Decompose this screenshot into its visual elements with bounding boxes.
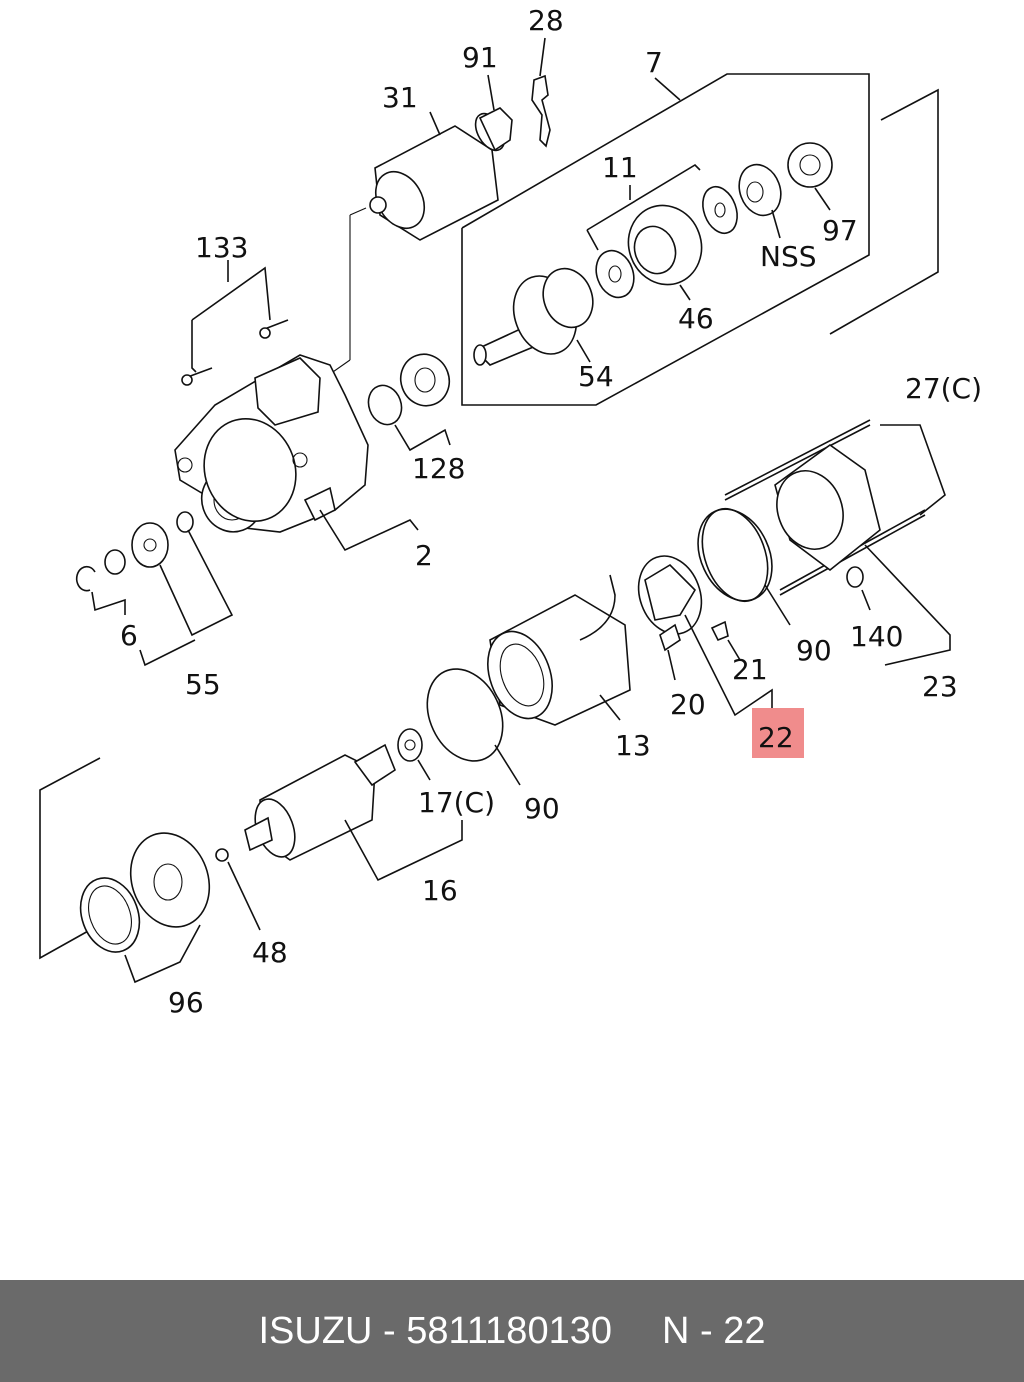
pinion-assembly bbox=[473, 142, 833, 366]
label-31: 31 bbox=[382, 81, 418, 114]
footer-brand: ISUZU bbox=[258, 1309, 373, 1352]
cover-96 bbox=[39, 757, 211, 984]
yoke-23 bbox=[701, 419, 951, 666]
lever-28 bbox=[531, 37, 551, 148]
footer-ref-number: 22 bbox=[723, 1309, 766, 1352]
group-7-frame bbox=[461, 73, 939, 406]
label-90-lower: 90 bbox=[524, 792, 560, 825]
label-6: 6 bbox=[120, 619, 138, 652]
label-21: 21 bbox=[732, 653, 768, 686]
footer-ref-separator: - bbox=[689, 1309, 724, 1352]
label-13: 13 bbox=[615, 729, 651, 762]
label-22: 22 bbox=[758, 721, 794, 754]
housing-2 bbox=[174, 260, 419, 552]
label-54: 54 bbox=[578, 360, 614, 393]
label-46: 46 bbox=[678, 302, 714, 335]
o-rings-90 bbox=[426, 508, 791, 786]
label-133: 133 bbox=[195, 231, 248, 264]
footer-ref-prefix: N bbox=[661, 1309, 690, 1352]
small-parts-6-55 bbox=[75, 511, 234, 667]
label-7: 7 bbox=[645, 46, 663, 79]
label-128: 128 bbox=[412, 452, 465, 485]
label-96: 96 bbox=[168, 986, 204, 1019]
label-27c: 27(C) bbox=[905, 372, 982, 405]
label-17c: 17(C) bbox=[418, 786, 495, 819]
label-20: 20 bbox=[670, 688, 706, 721]
solenoid-31 bbox=[299, 74, 513, 396]
footer-part-number: 5811180130 bbox=[406, 1309, 612, 1352]
starter-exploded-diagram: 28 91 7 31 11 97 NSS 133 46 54 128 2 27(… bbox=[39, 4, 982, 1019]
label-97: 97 bbox=[822, 214, 858, 247]
label-16: 16 bbox=[422, 874, 458, 907]
field-coil-13 bbox=[487, 574, 631, 726]
label-90-upper: 90 bbox=[796, 634, 832, 667]
label-23: 23 bbox=[922, 670, 958, 703]
bearing-128 bbox=[367, 353, 451, 452]
label-11: 11 bbox=[602, 151, 638, 184]
armature-16 bbox=[215, 728, 463, 931]
brush-holder-22 bbox=[637, 555, 773, 717]
label-48: 48 bbox=[252, 936, 288, 969]
label-91: 91 bbox=[462, 41, 498, 74]
label-2: 2 bbox=[415, 539, 433, 572]
footer-bar: ISUZU - 5811180130 N - 22 bbox=[0, 1280, 1024, 1382]
label-28: 28 bbox=[528, 4, 564, 37]
footer-separator: - bbox=[372, 1309, 407, 1352]
label-nss: NSS bbox=[760, 240, 817, 273]
highlight-box-22 bbox=[752, 708, 804, 758]
label-55: 55 bbox=[185, 668, 221, 701]
label-140: 140 bbox=[850, 620, 903, 653]
